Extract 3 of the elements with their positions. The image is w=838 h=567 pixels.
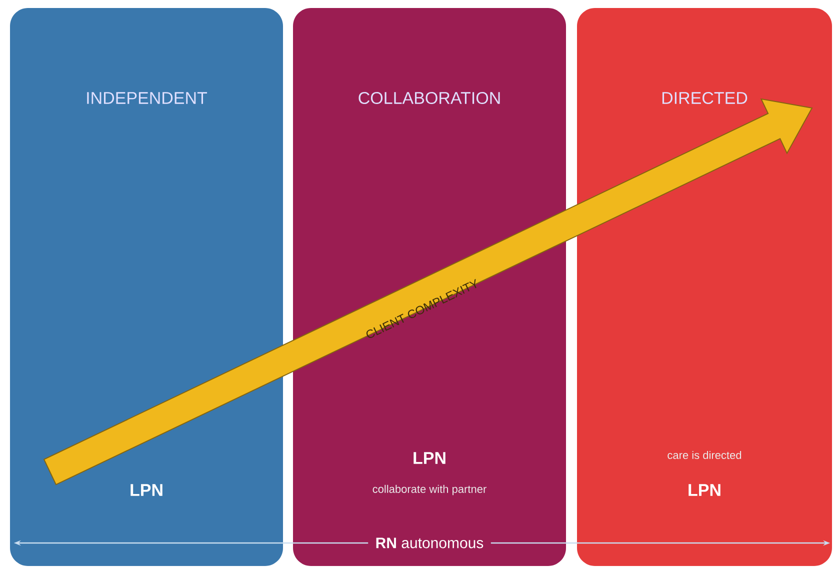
column-panel: DIRECTED care is directed LPN: [577, 8, 832, 566]
scale-label: RN autonomous: [372, 534, 487, 552]
column-panel: INDEPENDENT LPN: [10, 8, 283, 566]
